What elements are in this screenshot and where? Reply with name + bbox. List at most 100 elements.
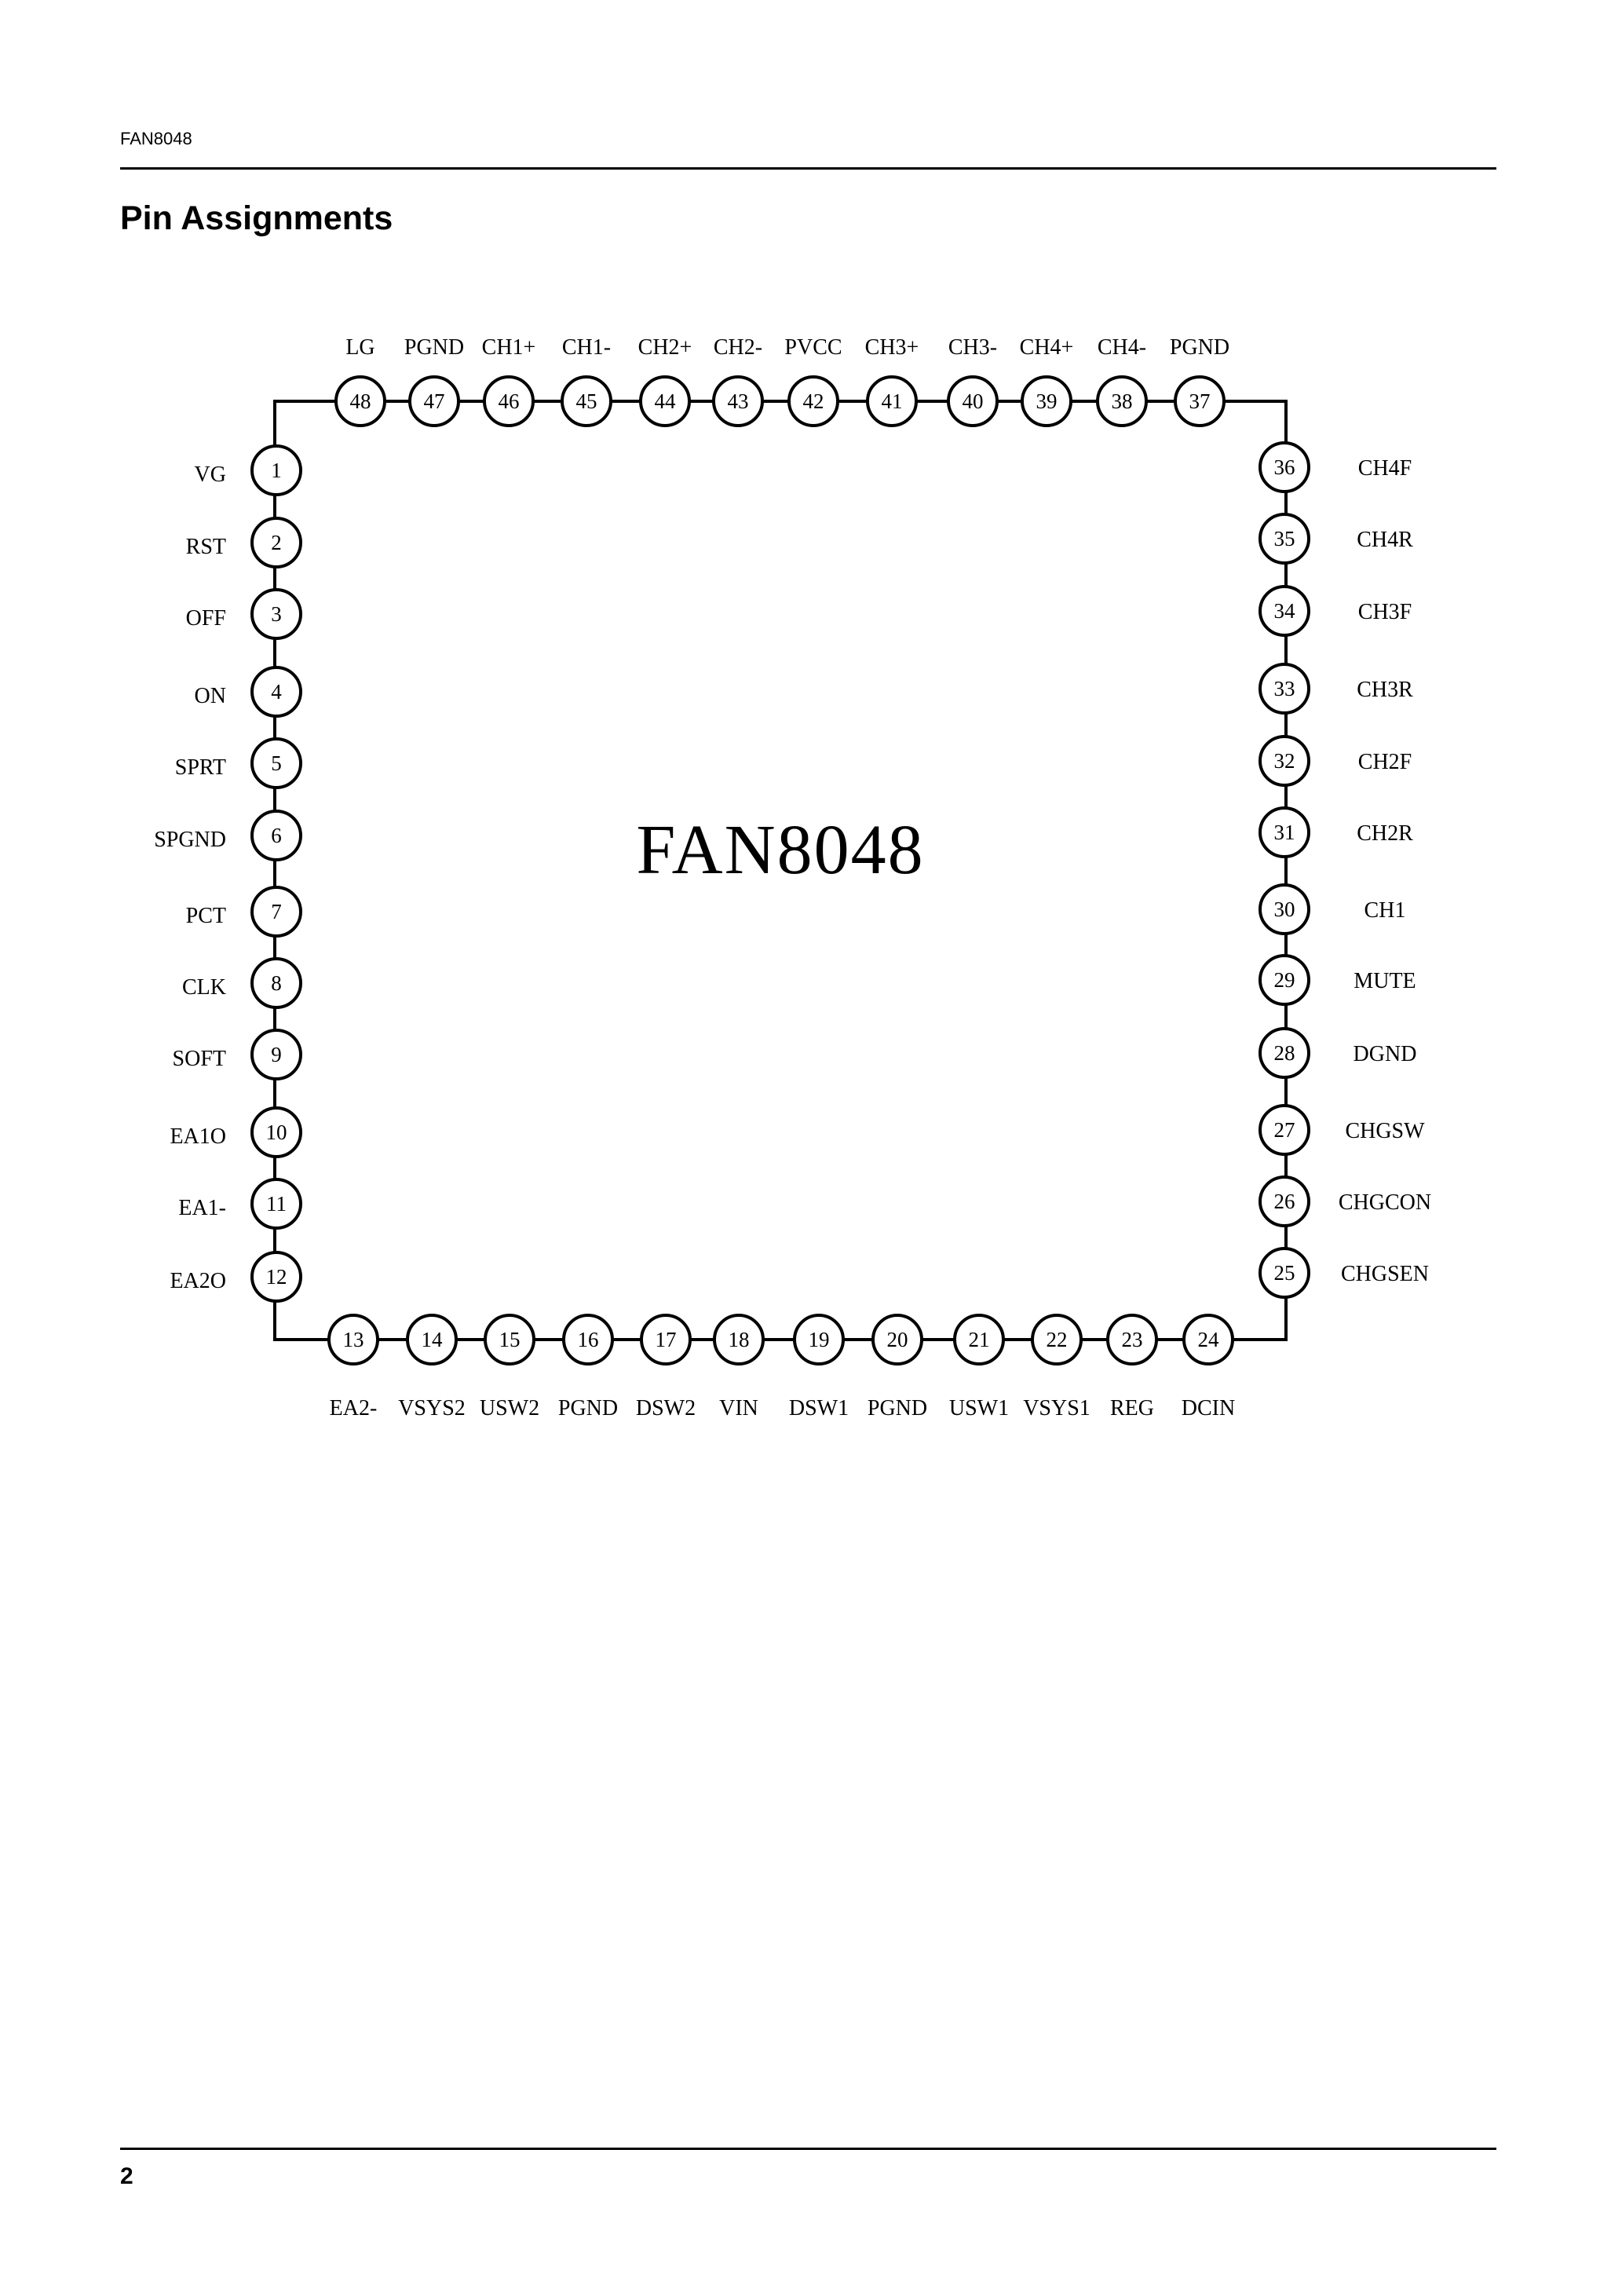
- pin-circle: [250, 886, 302, 938]
- package-outline: [273, 400, 1288, 1341]
- pin-45: 45 CH1-: [561, 335, 612, 427]
- pin-circle: [250, 1029, 302, 1080]
- pin-circle: [1259, 1027, 1310, 1079]
- footer-divider: [120, 2148, 1496, 2150]
- pin-circle: [1259, 735, 1310, 787]
- pin-label: REG: [1110, 1396, 1154, 1420]
- pin-circle: [1259, 954, 1310, 1006]
- pin-label: SPRT: [175, 755, 226, 780]
- pin-label: OFF: [186, 606, 226, 631]
- pin-label: CH1+: [482, 335, 536, 360]
- pin-circle: [250, 957, 302, 1009]
- pin-circle: [1259, 883, 1310, 935]
- pin-circle: [639, 375, 691, 427]
- pin-label: DSW2: [636, 1396, 696, 1420]
- pin-5: 5 SPRT: [175, 737, 302, 789]
- pin-circle: [250, 810, 302, 861]
- pin-circle: [1259, 585, 1310, 637]
- document-header-id: FAN8048: [120, 129, 192, 148]
- pin-36: 36 CH4F: [1259, 441, 1412, 493]
- pin-circle: [866, 375, 918, 427]
- pin-label: CH1-: [562, 335, 611, 360]
- pin-label: EA2-: [330, 1396, 378, 1420]
- pin-circle: [953, 1314, 1005, 1366]
- pin-number: 30: [1274, 898, 1295, 921]
- pin-circle: [250, 1251, 302, 1303]
- pin-circle: [947, 375, 999, 427]
- pin-label: CH4F: [1358, 456, 1412, 481]
- pin-label: DSW1: [789, 1396, 849, 1420]
- pin-circle: [712, 375, 764, 427]
- pin-circle: [1259, 663, 1310, 715]
- pin-number: 36: [1274, 455, 1295, 479]
- pin-circle: [334, 375, 386, 427]
- pin-label: CH3-: [948, 335, 997, 360]
- pin-number: 15: [499, 1328, 521, 1351]
- pin-number: 47: [424, 389, 445, 413]
- pin-circle: [1259, 1247, 1310, 1299]
- pin-circle: [250, 666, 302, 718]
- pin-label: CH2-: [714, 335, 762, 360]
- pin-circle: [327, 1314, 379, 1366]
- pin-label: CH4R: [1357, 528, 1413, 552]
- pin-number: 12: [266, 1265, 287, 1289]
- pin-number: 33: [1274, 677, 1295, 700]
- pin-circle: [562, 1314, 614, 1366]
- pin-number: 39: [1036, 389, 1058, 413]
- pin-label: CH2+: [638, 335, 692, 360]
- pin-number: 37: [1189, 389, 1211, 413]
- pin-circle: [1106, 1314, 1158, 1366]
- pin-number: 2: [271, 531, 282, 554]
- pin-1: 1VG: [195, 444, 302, 496]
- pin-number: 8: [271, 971, 282, 995]
- pin-label: SPGND: [154, 828, 226, 852]
- pin-number: 45: [576, 389, 597, 413]
- pin-circle: [1174, 375, 1226, 427]
- pin-circle: [250, 444, 302, 496]
- pin-number: 46: [499, 389, 520, 413]
- pin-label: ON: [195, 684, 226, 708]
- pin-circle: [713, 1314, 765, 1366]
- pin-number: 5: [271, 751, 282, 775]
- pin-label: CHGSW: [1345, 1119, 1425, 1143]
- pin-number: 25: [1274, 1261, 1295, 1285]
- pin-label: CHGCON: [1339, 1190, 1431, 1215]
- pin-circle: [250, 1178, 302, 1230]
- pin-number: 11: [266, 1192, 287, 1216]
- pin-number: 26: [1274, 1190, 1295, 1213]
- pin-circle: [408, 375, 460, 427]
- pin-number: 34: [1274, 599, 1296, 623]
- pin-label: VIN: [719, 1396, 758, 1420]
- pin-number: 35: [1274, 527, 1295, 550]
- pin-number: 41: [882, 389, 903, 413]
- pin-label: CH3F: [1358, 600, 1412, 624]
- pin-label: USW1: [949, 1396, 1009, 1420]
- pin-26: 26 CHGCON: [1259, 1175, 1431, 1227]
- pin-number: 17: [656, 1328, 677, 1351]
